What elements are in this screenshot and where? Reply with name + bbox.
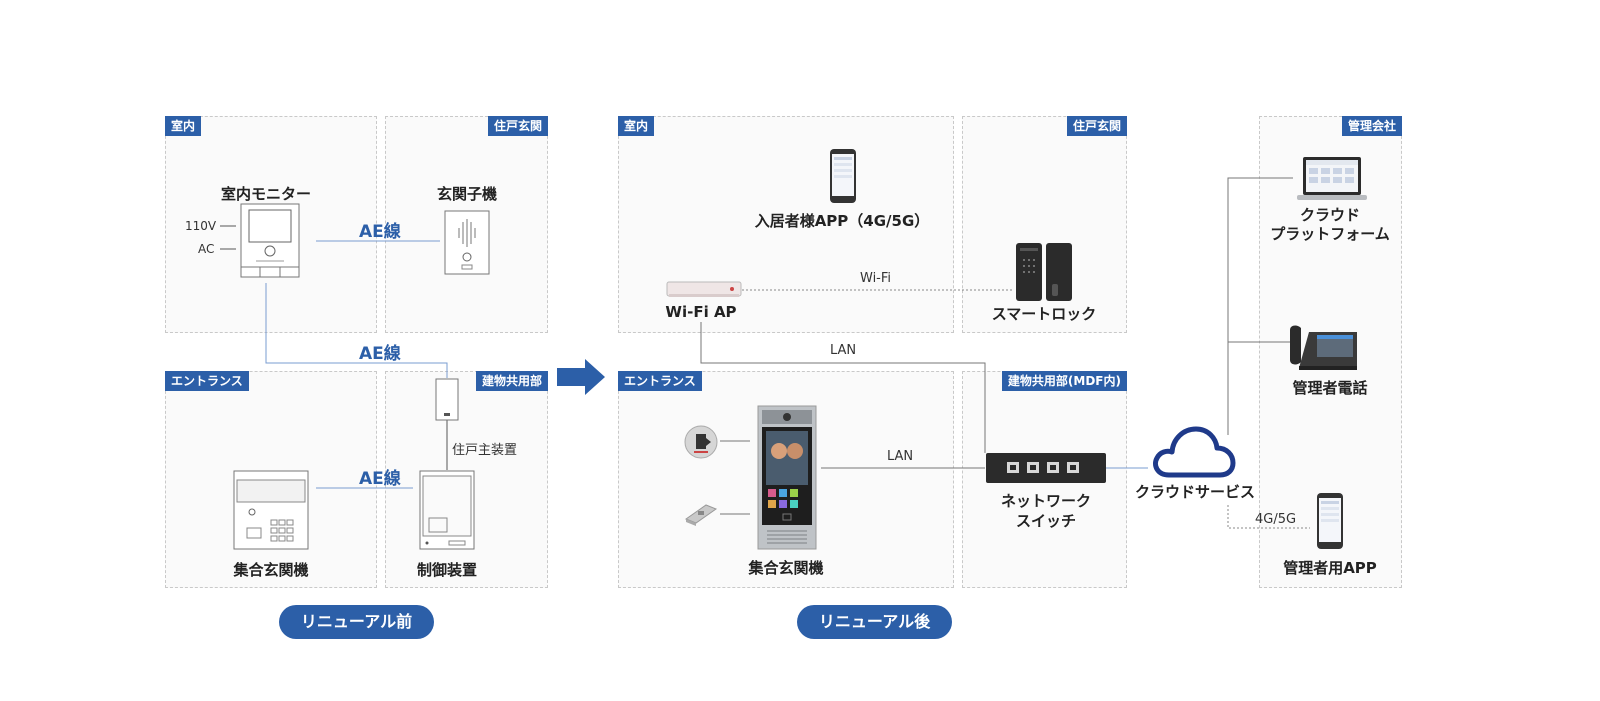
indoor-monitor-icon — [240, 203, 300, 278]
lobby-panel-new-icon — [757, 405, 817, 550]
lan-link-label-bottom: LAN — [887, 449, 914, 464]
before-renewal-pill: リニューアル前 — [279, 605, 434, 639]
after-tag-common: 建物共用部(MDF内) — [1001, 371, 1127, 391]
exit-button-icon — [684, 425, 718, 459]
after-tag-indoor: 室内 — [618, 116, 655, 136]
door-station-label: 玄関子機 — [436, 185, 497, 203]
ae-line-label-middle: AE線 — [359, 344, 401, 364]
wifi-ap-icon — [666, 281, 742, 297]
unit-main-device-icon — [435, 378, 459, 421]
resident-app-label: 入居者様APP（4G/5G） — [754, 212, 930, 230]
power-ac-label: AC — [198, 242, 215, 256]
mobile-link-label: 4G/5G — [1255, 512, 1297, 527]
cloud-platform-label-line1: クラウド — [1299, 206, 1360, 224]
network-switch-label-line1: ネットワーク — [1000, 492, 1091, 510]
after-tag-unit-entrance: 住戸玄関 — [1066, 116, 1127, 136]
lobby-panel-old-icon — [233, 470, 309, 550]
indoor-monitor-label: 室内モニター — [220, 185, 311, 203]
lobby-panel-old-label: 集合玄関機 — [233, 561, 309, 579]
before-tag-entrance: エントランス — [165, 371, 249, 391]
cloud-service-label: クラウドサービス — [1134, 483, 1255, 501]
network-switch-label-line2: スイッチ — [1015, 512, 1076, 530]
cloud-icon — [1153, 426, 1236, 478]
lan-link-label-top: LAN — [830, 343, 857, 358]
electric-lock-icon — [684, 504, 718, 526]
smart-lock-icon — [1016, 243, 1072, 301]
before-tag-indoor: 室内 — [165, 116, 202, 136]
manager-phone-label: 管理者電話 — [1292, 379, 1368, 397]
controller-icon — [419, 470, 475, 550]
manager-smartphone-icon — [1317, 493, 1343, 549]
wifi-ap-label: Wi-Fi AP — [665, 303, 737, 321]
network-switch-icon — [986, 453, 1106, 483]
desk-phone-icon — [1290, 325, 1357, 370]
after-tag-entrance: エントランス — [618, 371, 702, 391]
manager-app-label: 管理者用APP — [1283, 559, 1377, 577]
controller-label: 制御装置 — [416, 561, 477, 579]
after-tag-management: 管理会社 — [1341, 116, 1402, 136]
lobby-panel-new-label: 集合玄関機 — [748, 559, 824, 577]
ae-line-label-top: AE線 — [359, 222, 401, 242]
before-tag-unit-entrance: 住戸玄関 — [487, 116, 548, 136]
door-station-icon — [444, 210, 490, 275]
power-110v-label: 110V — [185, 219, 217, 233]
transition-arrow-icon — [557, 359, 605, 395]
after-renewal-pill: リニューアル後 — [797, 605, 952, 639]
before-tag-common: 建物共用部 — [475, 371, 548, 391]
unit-main-label: 住戸主装置 — [452, 443, 518, 458]
after-zone-unit-entrance — [962, 116, 1127, 333]
wifi-link-label: Wi-Fi — [860, 271, 892, 286]
ae-line-label-bottom: AE線 — [359, 469, 401, 489]
smart-lock-label: スマートロック — [991, 305, 1097, 323]
laptop-icon — [1297, 157, 1367, 200]
resident-phone-icon — [830, 149, 856, 203]
cloud-platform-label-line2: プラットフォーム — [1270, 225, 1390, 243]
